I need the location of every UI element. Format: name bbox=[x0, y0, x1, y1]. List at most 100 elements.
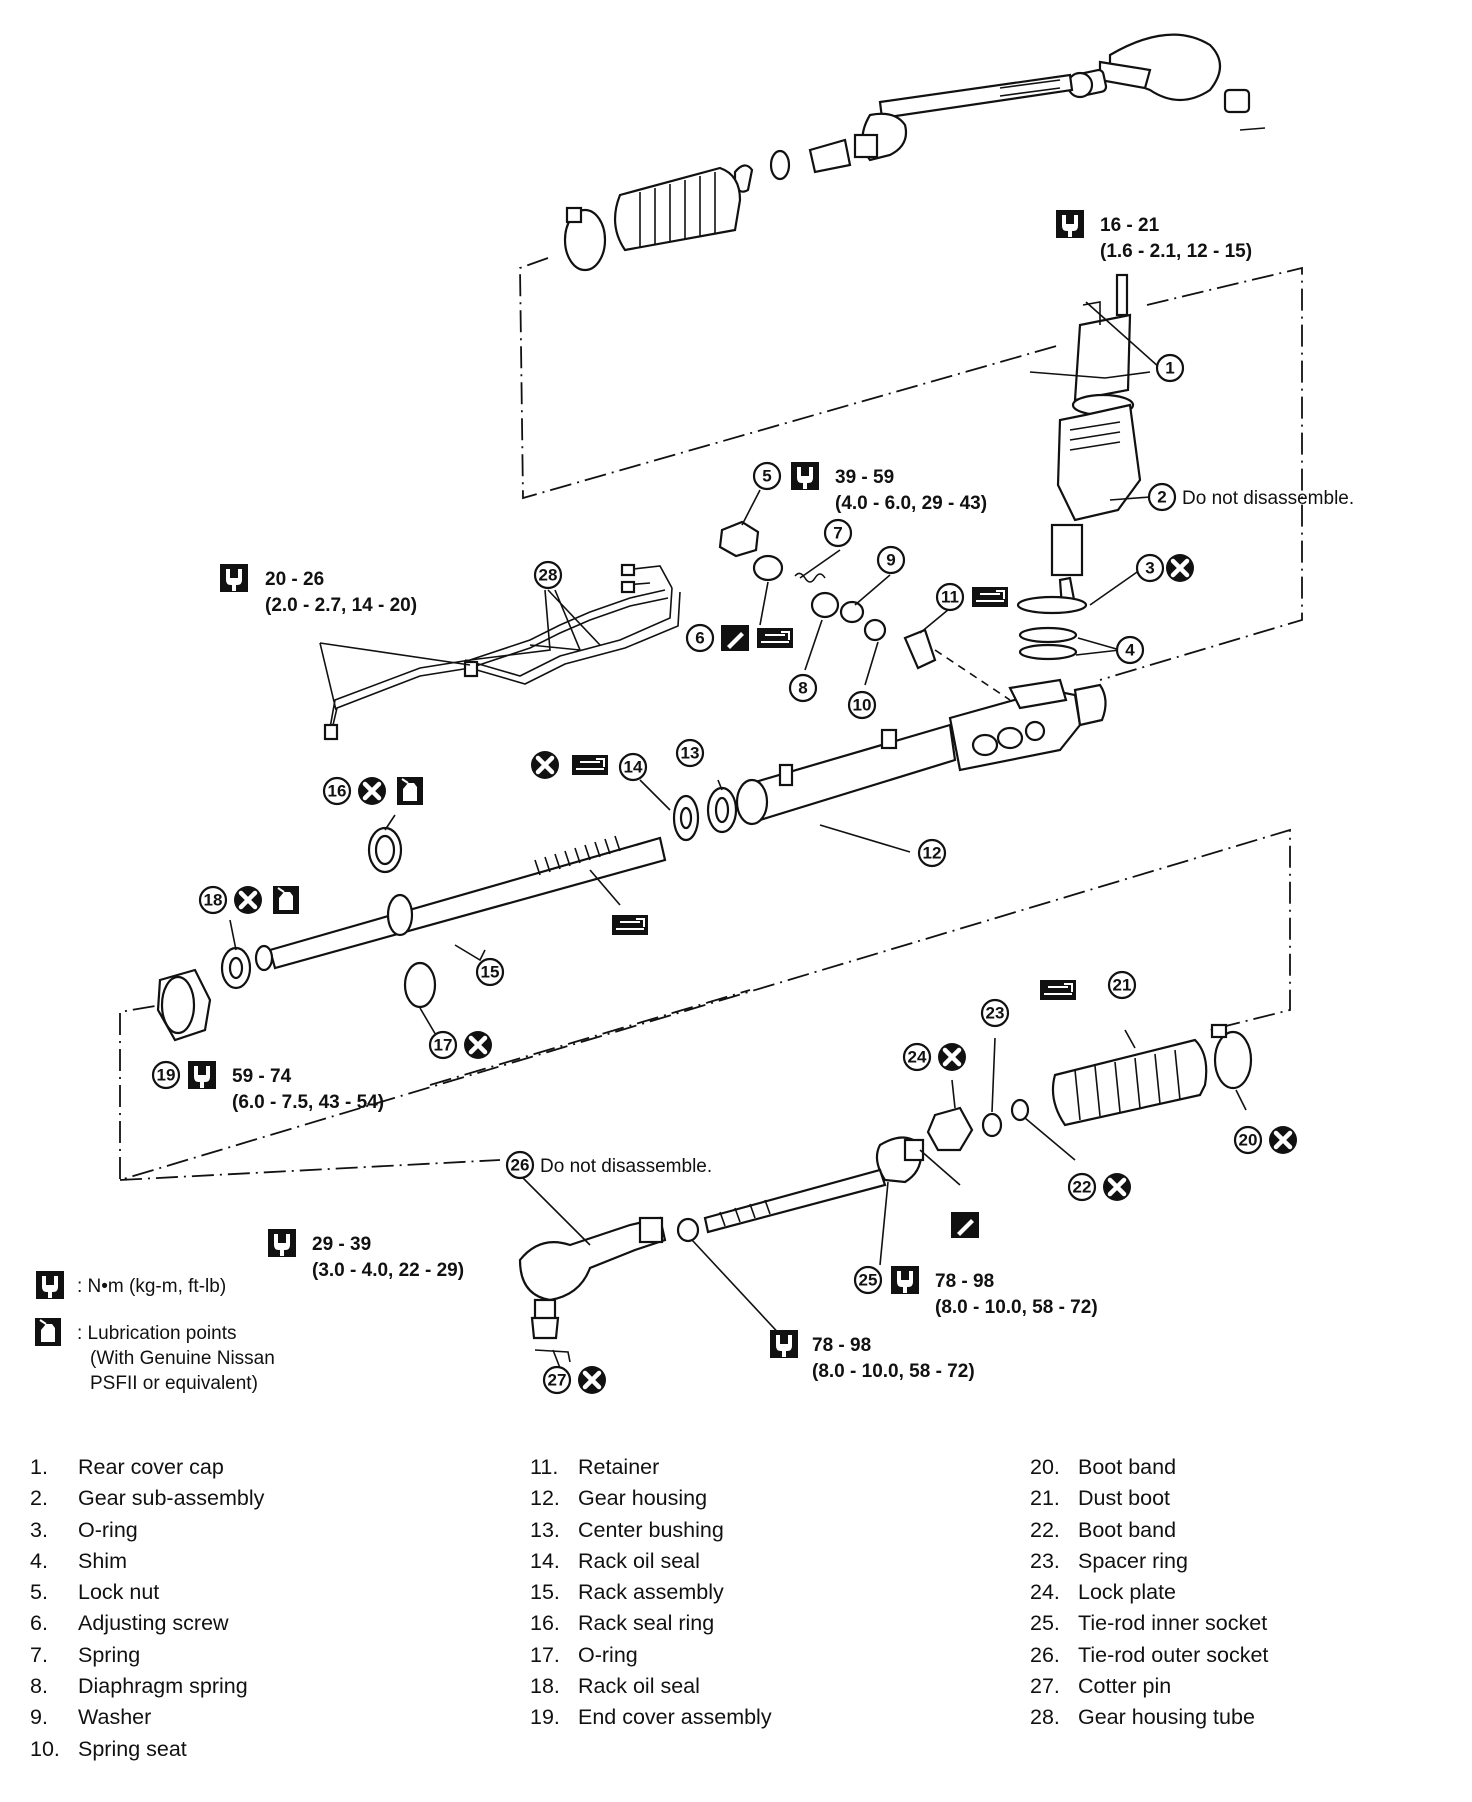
legend-item: 11.Retainer bbox=[530, 1455, 660, 1479]
torque-wrench-icon bbox=[188, 1061, 216, 1089]
legend-item: 6.Adjusting screw bbox=[30, 1611, 229, 1636]
legend-item: 15.Rack assembly bbox=[530, 1580, 724, 1605]
callout-13: 13 bbox=[675, 738, 705, 768]
callout-9: 9 bbox=[876, 545, 906, 575]
svg-text:23: 23 bbox=[986, 1004, 1005, 1023]
svg-text:12: 12 bbox=[923, 844, 942, 863]
do-not-reuse-icon bbox=[578, 1366, 606, 1394]
grease-icon bbox=[611, 914, 649, 936]
do-not-disassemble-note: Do not disassemble. bbox=[1182, 488, 1354, 509]
middle-frame-line bbox=[119, 828, 1291, 1182]
callout-12: 12 bbox=[917, 838, 947, 868]
legend-item: 5.Lock nut bbox=[30, 1580, 160, 1605]
upper-frame-right bbox=[1099, 266, 1303, 681]
svg-text:9: 9 bbox=[886, 551, 895, 570]
legend-item: 4.Shim bbox=[30, 1548, 127, 1573]
svg-text:28: 28 bbox=[539, 566, 558, 585]
rack-assembly-drawing bbox=[220, 826, 667, 1009]
center-bushing-seal-drawing bbox=[672, 786, 738, 842]
svg-text:26: 26 bbox=[511, 1156, 530, 1175]
legend-item: 9.Washer bbox=[30, 1705, 152, 1730]
svg-text:21: 21 bbox=[1113, 976, 1132, 995]
grease-icon bbox=[756, 627, 794, 649]
callout-14: 14 bbox=[618, 752, 648, 782]
legend-item: 8.Diaphragm spring bbox=[30, 1674, 248, 1699]
do-not-reuse-icon bbox=[1103, 1173, 1131, 1201]
callout-6: 6 bbox=[685, 623, 715, 653]
callout-27: 27 bbox=[542, 1365, 572, 1395]
callout-28: 28 bbox=[533, 560, 563, 590]
do-not-reuse-icon bbox=[1166, 554, 1194, 582]
svg-text:8: 8 bbox=[798, 679, 807, 698]
torque-rear-cover-detail: (1.6 - 2.1, 12 - 15) bbox=[1100, 241, 1252, 262]
callout-10: 10 bbox=[847, 690, 877, 720]
key-lube-line-3: PSFII or equivalent) bbox=[90, 1373, 258, 1394]
svg-text:22: 22 bbox=[1073, 1178, 1092, 1197]
legend-item: 27.Cotter pin bbox=[1030, 1674, 1172, 1699]
svg-text:5: 5 bbox=[762, 467, 771, 486]
svg-text:6: 6 bbox=[695, 629, 704, 648]
legend-item: 28.Gear housing tube bbox=[1030, 1705, 1255, 1730]
torque-wrench-icon bbox=[268, 1229, 296, 1257]
torque-lock-nut-detail: (4.0 - 6.0, 29 - 43) bbox=[835, 493, 987, 514]
adjuster-parts-drawing bbox=[718, 520, 1011, 701]
svg-text:24: 24 bbox=[908, 1048, 927, 1067]
key-lube-line-1: : Lubrication points bbox=[77, 1323, 237, 1344]
legend-item: 26.Tie-rod outer socket bbox=[1030, 1642, 1269, 1667]
lower-dust-boot bbox=[926, 1023, 1253, 1152]
lubrication-icon bbox=[34, 1317, 62, 1347]
callout-19: 19 bbox=[151, 1060, 181, 1090]
callout-1: 1 bbox=[1155, 353, 1185, 383]
torque-end-cover-detail: (6.0 - 7.5, 43 - 54) bbox=[232, 1092, 384, 1113]
torque-wrench-icon bbox=[770, 1330, 798, 1358]
svg-text:2: 2 bbox=[1157, 488, 1166, 507]
callout-18: 18 bbox=[198, 885, 228, 915]
gear-housing-tube-drawing bbox=[323, 563, 681, 741]
legend-item: 19.End cover assembly bbox=[530, 1705, 772, 1730]
callout-5: 5 bbox=[752, 461, 782, 491]
svg-text:10: 10 bbox=[853, 696, 872, 715]
legend-item: 3.O-ring bbox=[30, 1517, 138, 1542]
callout-2: 2 bbox=[1147, 482, 1177, 512]
parts-legend: 1.Rear cover cap 2.Gear sub-assembly 3.O… bbox=[30, 1452, 1450, 1782]
do-not-reuse-icon bbox=[1269, 1126, 1297, 1154]
callout-17: 17 bbox=[428, 1030, 458, 1060]
callout-24: 24 bbox=[902, 1042, 932, 1072]
end-cover-drawing bbox=[156, 968, 212, 1042]
legend-item: 18.Rack oil seal bbox=[530, 1674, 700, 1699]
lubrication-icon bbox=[272, 885, 300, 915]
grease-icon bbox=[571, 754, 609, 776]
lower-frame-line-2 bbox=[119, 1159, 501, 1181]
svg-text:20: 20 bbox=[1239, 1131, 1258, 1150]
legend-column-3: 20.Boot band 21.Dust boot 22.Boot band 2… bbox=[1030, 1452, 1268, 1734]
svg-text:18: 18 bbox=[204, 891, 223, 910]
gear-housing-drawing bbox=[735, 678, 1107, 826]
legend-item: 21.Dust boot bbox=[1030, 1486, 1171, 1511]
svg-text:16: 16 bbox=[328, 782, 347, 801]
grease-icon bbox=[971, 586, 1009, 608]
legend-item: 1.Rear cover cap bbox=[30, 1455, 224, 1479]
svg-text:11: 11 bbox=[941, 588, 959, 607]
legend-item: 20.Boot band bbox=[1030, 1455, 1177, 1479]
torque-outer-nut-detail: (8.0 - 10.0, 58 - 72) bbox=[812, 1361, 975, 1382]
callout-3: 3 bbox=[1135, 553, 1165, 583]
torque-outer-socket-value: 29 - 39 bbox=[312, 1234, 371, 1255]
exploded-view-diagram: 1 2 3 4 5 6 7 8 9 10 11 12 13 14 15 16 1… bbox=[34, 33, 1354, 1440]
oring-shims-drawing bbox=[1016, 595, 1088, 661]
legend-item: 10.Spring seat bbox=[30, 1736, 187, 1761]
legend-item: 16.Rack seal ring bbox=[530, 1611, 715, 1636]
svg-text:19: 19 bbox=[157, 1066, 176, 1085]
upper-frame-line bbox=[519, 257, 1061, 500]
callout-15: 15 bbox=[475, 957, 505, 987]
torque-tube-detail: (2.0 - 2.7, 14 - 20) bbox=[265, 595, 417, 616]
sealant-icon bbox=[721, 625, 749, 651]
torque-wrench-icon bbox=[791, 462, 819, 490]
svg-text:17: 17 bbox=[434, 1036, 453, 1055]
callout-8: 8 bbox=[788, 673, 818, 703]
svg-text:3: 3 bbox=[1145, 559, 1154, 578]
leader-lines bbox=[229, 301, 1247, 1369]
do-not-reuse-icon bbox=[938, 1043, 966, 1071]
key-lube-line-2: (With Genuine Nissan bbox=[90, 1348, 275, 1369]
callout-20: 20 bbox=[1233, 1125, 1263, 1155]
gear-sub-assembly-drawing bbox=[1050, 273, 1142, 609]
